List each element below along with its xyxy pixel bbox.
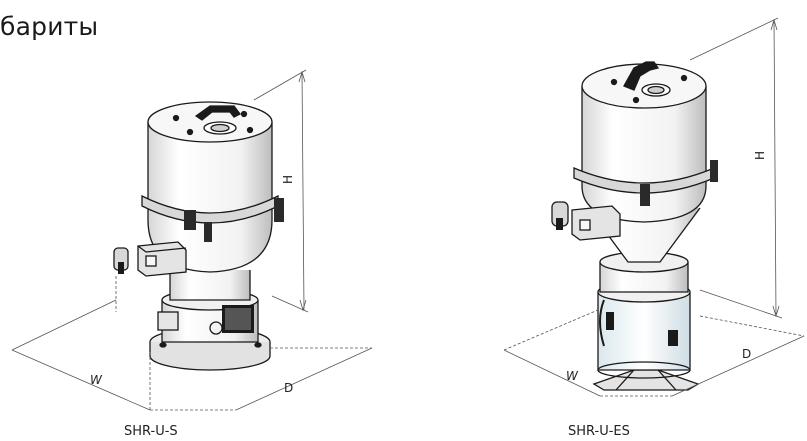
- unit-shr-u-es: [551, 61, 718, 391]
- height-label-shr-u-es: H: [753, 151, 767, 160]
- dimensions-shr-u-s: [11, 69, 373, 411]
- unit-label-shr-u-es: SHR-U-ES: [568, 424, 630, 439]
- section-heading: бариты: [0, 12, 99, 41]
- depth-label-shr-u-es: D: [742, 347, 751, 361]
- unit-label-shr-u-s: SHR-U-S: [124, 424, 178, 439]
- depth-label-shr-u-s: D: [284, 381, 293, 395]
- width-label-shr-u-s: W: [90, 373, 103, 387]
- height-label-shr-u-s: H: [281, 175, 295, 184]
- width-label-shr-u-es: W: [566, 369, 579, 383]
- dimensions-shr-u-es: [503, 17, 805, 397]
- unit-shr-u-s: [113, 101, 284, 371]
